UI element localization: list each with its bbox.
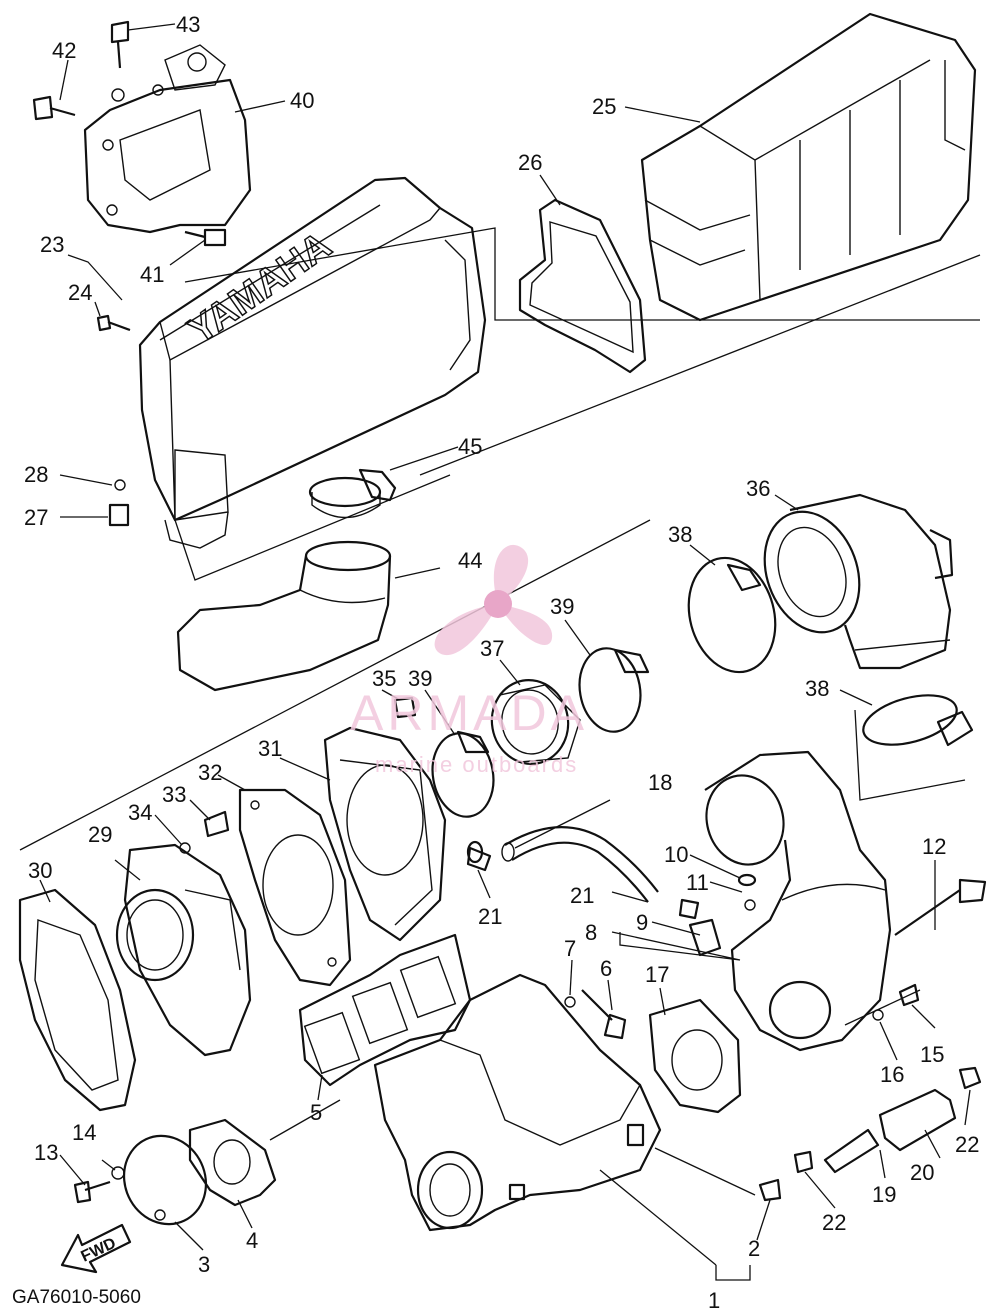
- callout-5: 5: [310, 1100, 322, 1125]
- callout-31: 31: [258, 736, 282, 761]
- callout-45: 45: [458, 434, 482, 459]
- callout-34: 34: [128, 800, 152, 825]
- callout-11: 11: [686, 870, 709, 895]
- callout-13: 13: [34, 1140, 58, 1165]
- callout-7: 7: [564, 936, 576, 961]
- part-37-39-coupling: [431, 647, 650, 818]
- callout-4: 4: [246, 1228, 258, 1253]
- callout-15: 15: [920, 1042, 944, 1067]
- callout-26: 26: [518, 150, 542, 175]
- callout-17: 17: [645, 962, 669, 987]
- part-36-elbow: [763, 493, 954, 670]
- part-45-clamp: [308, 468, 397, 519]
- part-44-hose: [176, 540, 392, 692]
- part-32-gasket: [238, 788, 352, 987]
- callout-44: 44: [458, 548, 482, 573]
- callout-33: 33: [162, 782, 186, 807]
- callout-22-right: 22: [955, 1132, 979, 1157]
- small-parts-right: [793, 878, 987, 1174]
- parts-drawing: YAMAHA: [18, 12, 987, 1274]
- callout-42: 42: [52, 38, 76, 63]
- callout-38-right: 38: [805, 676, 829, 701]
- part-31-flange: [323, 726, 484, 942]
- callout-28: 28: [24, 462, 48, 487]
- callout-29: 29: [88, 822, 112, 847]
- callout-16: 16: [880, 1062, 904, 1087]
- watermark-brand: ARMADA: [350, 685, 588, 741]
- callout-2: 2: [748, 1236, 760, 1261]
- watermark: ARMADA marine outboards: [350, 544, 588, 777]
- callout-9: 9: [636, 910, 648, 935]
- callout-10: 10: [664, 842, 688, 867]
- part-38-clamps: [687, 556, 974, 747]
- callout-25: 25: [592, 94, 616, 119]
- fasteners-bottom: [73, 696, 782, 1204]
- callout-18: 18: [648, 770, 672, 795]
- callout-labels: 1 2 3 4 5 6 7 8 9 10 11 12 13 14 15 16 1…: [24, 12, 979, 1313]
- callout-39-right: 39: [550, 594, 574, 619]
- callout-19: 19: [872, 1182, 896, 1207]
- part-1-manifold: [373, 973, 662, 1232]
- part-17-gasket: [648, 998, 742, 1114]
- part-26-gasket: [518, 198, 647, 374]
- callout-27: 27: [24, 505, 48, 530]
- callout-14: 14: [72, 1120, 96, 1145]
- callout-40: 40: [290, 88, 314, 113]
- fwd-arrow: [60, 1223, 132, 1274]
- part-18-hose: [501, 826, 659, 903]
- assembly-lines: [19, 227, 981, 1196]
- diagram-code: GA76010-5060: [12, 1287, 141, 1308]
- callout-37: 37: [480, 636, 504, 661]
- callout-21-right: 21: [570, 883, 594, 908]
- callout-43: 43: [176, 12, 200, 37]
- callout-30: 30: [28, 858, 52, 883]
- watermark-tagline: marine outboards: [375, 752, 578, 777]
- part-25-air-filter-case: [640, 12, 977, 322]
- part-3-4-cover-gasket: [122, 1118, 277, 1226]
- callout-leaders: [39, 23, 971, 1281]
- fwd-label: FWD: [79, 1235, 119, 1266]
- callout-12: 12: [922, 834, 946, 859]
- part-30-gasket: [18, 888, 137, 1112]
- callout-32: 32: [198, 760, 222, 785]
- callout-21-left: 21: [478, 904, 502, 929]
- callout-38-top: 38: [668, 522, 692, 547]
- callout-36: 36: [746, 476, 770, 501]
- callout-23: 23: [40, 232, 64, 257]
- callout-8: 8: [585, 920, 597, 945]
- callout-20: 20: [910, 1160, 934, 1185]
- callout-3: 3: [198, 1252, 210, 1277]
- callout-39-left: 39: [408, 666, 432, 691]
- callout-35: 35: [372, 666, 396, 691]
- callout-22-bottom: 22: [822, 1210, 846, 1235]
- callout-1: 1: [708, 1288, 720, 1313]
- part-8-elbow: [688, 750, 892, 1052]
- propeller-logo-icon: [434, 544, 553, 656]
- part-5-gasket: [298, 933, 472, 1087]
- part-29-cover: [115, 843, 252, 1057]
- fasteners-top-left: [32, 20, 227, 527]
- callout-24: 24: [68, 280, 92, 305]
- part-40-bracket: [83, 44, 252, 234]
- callout-6: 6: [600, 956, 612, 981]
- callout-41: 41: [140, 262, 164, 287]
